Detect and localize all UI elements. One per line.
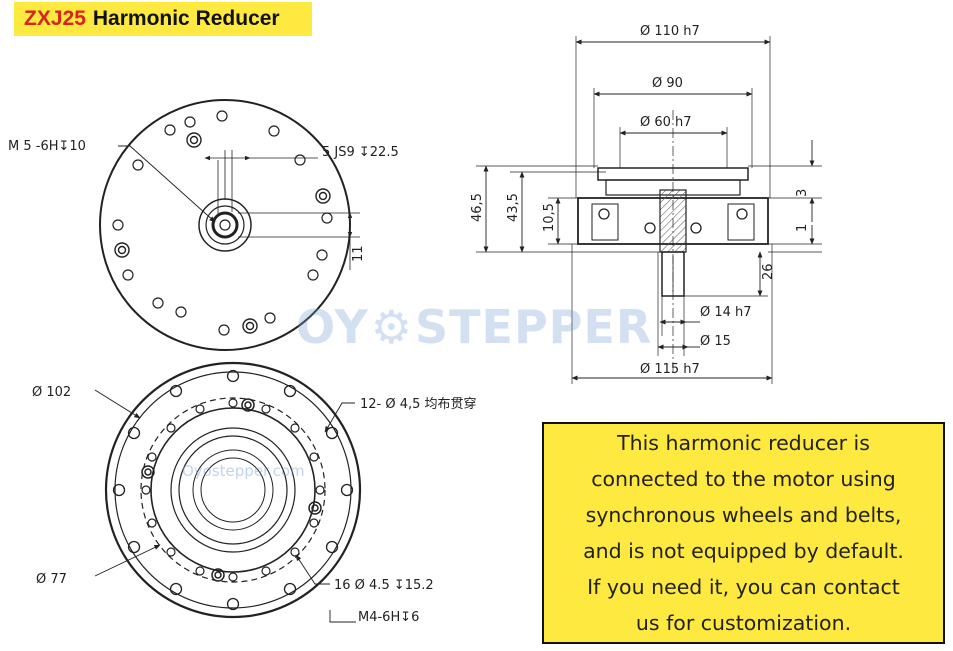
note-line: connected to the motor using [591,467,896,491]
side-section-view [476,36,822,384]
label-dia-90: Ø 90 [652,76,683,91]
gear-icon: ⚙ [370,300,414,354]
label-height-43-5: 43,5 [506,193,521,222]
watermark-small: Oyostepper.com [182,462,305,480]
rear-outer-circle [104,361,362,619]
label-m4-thread: M4-6H↧6 [358,610,419,625]
watermark-left: OY [296,300,369,354]
title-banner: ZXJ25 Harmonic Reducer [14,2,312,36]
note-line: If you need it, you can contact [587,575,900,599]
rear-view [94,361,362,623]
label-height-10-5: 10,5 [542,203,557,232]
label-16-holes: 16 Ø 4.5 ↧15.2 [334,578,434,593]
note-line: This harmonic reducer is [617,431,870,455]
front-mounting-holes [112,110,333,336]
label-keyway: 5 JS9 ↧22.5 [322,145,399,160]
label-dim-1: 1 [795,224,810,232]
note-line: us for customization. [635,611,852,635]
label-dim-26: 26 [761,263,776,280]
label-dim-3: 3 [795,189,810,197]
label-dia-102: Ø 102 [32,385,71,400]
note-text: This harmonic reducer is connected to th… [583,425,904,641]
product-name: Harmonic Reducer [92,7,280,30]
label-dia-14: Ø 14 h7 [700,305,752,320]
label-dia-60: Ø 60 h7 [640,115,692,130]
label-dia-77: Ø 77 [36,572,67,587]
watermark-right: STEPPER [415,300,653,354]
front-large-holes [114,132,331,334]
label-12-holes: 12- Ø 4,5 均布贯穿 [360,396,477,412]
label-m5-thread: M 5 -6H↧10 [8,139,86,154]
front-shaft-outer [198,198,252,252]
note-line: synchronous wheels and belts, [585,503,902,527]
rear-thread-holes [141,398,322,582]
note-box: This harmonic reducer is connected to th… [542,422,945,644]
label-height-46-5: 46,5 [470,193,485,222]
front-view [99,99,360,351]
label-dim-11: 11 [351,245,366,262]
label-dia-15: Ø 15 [700,334,731,349]
label-dia-110: Ø 110 h7 [640,24,700,39]
brand-watermark: OY⚙STEPPER [296,300,652,354]
model-code: ZXJ25 [24,7,86,30]
rear-inner-holes [141,398,325,582]
rear-outer-holes [112,369,354,611]
label-dia-115: Ø 115 h7 [640,362,700,377]
note-line: and is not equipped by default. [583,539,904,563]
